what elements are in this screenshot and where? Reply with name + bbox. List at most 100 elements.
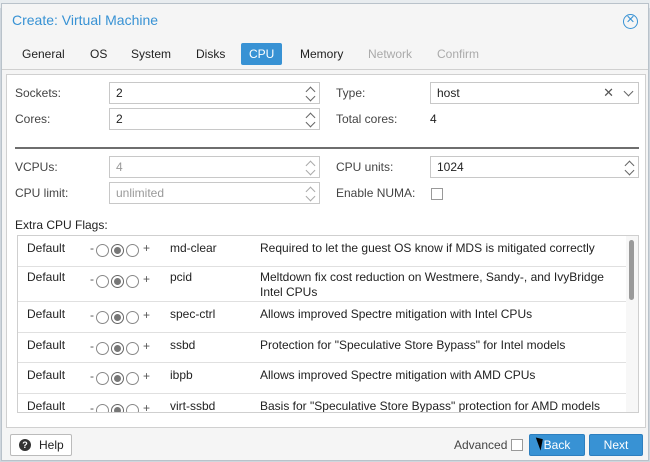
table-row: Default - + ibpb Allows improved Spectre… bbox=[18, 363, 626, 394]
plus-sign: + bbox=[143, 241, 151, 255]
flag-description: Protection for "Speculative Store Bypass… bbox=[260, 338, 566, 352]
radio-off[interactable] bbox=[96, 404, 109, 412]
flag-tristate-selector[interactable]: - + bbox=[90, 241, 151, 257]
back-button[interactable]: Back bbox=[529, 434, 585, 456]
tab-network: Network bbox=[368, 47, 413, 61]
plus-sign: + bbox=[143, 272, 151, 286]
radio-on[interactable] bbox=[126, 311, 139, 324]
flag-description: Basis for "Speculative Store Bypass" pro… bbox=[260, 399, 601, 413]
spinner-arrows-icon[interactable] bbox=[306, 85, 316, 101]
vcpus-spinner: 4 bbox=[109, 156, 320, 178]
radio-off[interactable] bbox=[96, 244, 109, 257]
radio-default[interactable] bbox=[111, 404, 124, 412]
radio-on[interactable] bbox=[126, 372, 139, 385]
dialog-footer: ? Help Advanced Back Next bbox=[2, 430, 648, 462]
flag-tristate-selector[interactable]: - + bbox=[90, 272, 151, 288]
help-button[interactable]: ? Help bbox=[10, 434, 72, 456]
plus-sign: + bbox=[143, 401, 151, 413]
cpu-flags-table: Default - + md-clear Required to let the… bbox=[17, 235, 639, 413]
cpu-units-spinner[interactable]: 1024 bbox=[430, 156, 639, 178]
plus-sign: + bbox=[143, 308, 151, 322]
cpu-panel: Sockets: 2 Type: host ✕ Cores: 2 Total c… bbox=[6, 74, 646, 428]
tab-os[interactable]: OS bbox=[90, 47, 108, 61]
table-row: Default - + pcid Meltdown fix cost reduc… bbox=[18, 267, 626, 302]
tab-system[interactable]: System bbox=[131, 47, 172, 61]
radio-default[interactable] bbox=[111, 342, 124, 355]
radio-off[interactable] bbox=[96, 311, 109, 324]
radio-default[interactable] bbox=[111, 372, 124, 385]
numa-checkbox[interactable] bbox=[431, 188, 443, 200]
cpu-limit-value: unlimited bbox=[116, 186, 165, 200]
dialog-title-bar: Create: Virtual Machine ✕ bbox=[2, 4, 648, 36]
radio-default[interactable] bbox=[111, 244, 124, 257]
radio-off[interactable] bbox=[96, 342, 109, 355]
flag-name: spec-ctrl bbox=[170, 307, 216, 321]
flag-description: Allows improved Spectre mitigation with … bbox=[260, 307, 533, 321]
tab-memory[interactable]: Memory bbox=[300, 47, 344, 61]
plus-sign: + bbox=[143, 339, 151, 353]
next-button[interactable]: Next bbox=[589, 434, 643, 456]
flag-tristate-selector[interactable]: - + bbox=[90, 369, 151, 385]
total-cores-label: Total cores: bbox=[336, 112, 398, 126]
cpu-units-value: 1024 bbox=[437, 160, 464, 174]
radio-on[interactable] bbox=[126, 342, 139, 355]
create-vm-dialog: Create: Virtual Machine ✕ General OS Sys… bbox=[1, 3, 649, 461]
spinner-arrows-icon[interactable] bbox=[625, 159, 635, 175]
table-row: Default - + md-clear Required to let the… bbox=[18, 236, 626, 267]
advanced-label: Advanced bbox=[454, 438, 508, 452]
type-combobox[interactable]: host ✕ bbox=[430, 82, 639, 104]
radio-off[interactable] bbox=[96, 275, 109, 288]
section-divider bbox=[15, 147, 639, 149]
radio-on[interactable] bbox=[126, 275, 139, 288]
tab-general[interactable]: General bbox=[22, 47, 65, 61]
chevron-down-icon[interactable] bbox=[623, 86, 634, 97]
cpu-limit-label: CPU limit: bbox=[15, 186, 69, 200]
cpu-limit-spinner[interactable]: unlimited bbox=[109, 182, 320, 204]
tab-disks[interactable]: Disks bbox=[196, 47, 226, 61]
minus-sign: - bbox=[90, 339, 94, 353]
sockets-spinner[interactable]: 2 bbox=[109, 82, 320, 104]
flag-state: Default bbox=[27, 338, 66, 352]
table-row: Default - + ssbd Protection for "Specula… bbox=[18, 333, 626, 363]
cores-value: 2 bbox=[116, 112, 123, 126]
scroll-thumb[interactable] bbox=[629, 240, 634, 300]
flag-state: Default bbox=[27, 368, 66, 382]
flag-tristate-selector[interactable]: - + bbox=[90, 308, 151, 324]
radio-off[interactable] bbox=[96, 372, 109, 385]
extra-cpu-flags-title: Extra CPU Flags: bbox=[15, 218, 108, 232]
spinner-arrows-icon[interactable] bbox=[306, 111, 316, 127]
clear-icon[interactable]: ✕ bbox=[603, 85, 614, 100]
spinner-arrows-icon bbox=[306, 159, 316, 175]
sockets-value: 2 bbox=[116, 86, 123, 100]
cpu-units-label: CPU units: bbox=[336, 160, 394, 174]
minus-sign: - bbox=[90, 241, 94, 255]
close-icon[interactable]: ✕ bbox=[623, 14, 638, 29]
tab-cpu[interactable]: CPU bbox=[241, 43, 283, 65]
minus-sign: - bbox=[90, 272, 94, 286]
flag-tristate-selector[interactable]: - + bbox=[90, 401, 151, 413]
flag-tristate-selector[interactable]: - + bbox=[90, 339, 151, 355]
flag-name: virt-ssbd bbox=[170, 399, 216, 413]
flag-state: Default bbox=[27, 241, 66, 255]
flag-description: Required to let the guest OS know if MDS… bbox=[260, 241, 595, 255]
spinner-arrows-icon[interactable] bbox=[306, 185, 316, 201]
sockets-label: Sockets: bbox=[15, 86, 62, 100]
flags-scrollbar[interactable] bbox=[626, 236, 638, 412]
radio-on[interactable] bbox=[126, 404, 139, 412]
flag-name: ssbd bbox=[170, 338, 196, 352]
table-row: Default - + virt-ssbd Basis for "Specula… bbox=[18, 394, 626, 413]
cores-spinner[interactable]: 2 bbox=[109, 108, 320, 130]
dialog-title: Create: Virtual Machine bbox=[12, 12, 159, 28]
radio-default[interactable] bbox=[111, 311, 124, 324]
flag-name: pcid bbox=[170, 270, 193, 284]
minus-sign: - bbox=[90, 308, 94, 322]
total-cores-value: 4 bbox=[430, 112, 437, 126]
type-value: host bbox=[437, 86, 460, 100]
flag-state: Default bbox=[27, 270, 66, 284]
vcpus-label: VCPUs: bbox=[15, 160, 58, 174]
vcpus-value: 4 bbox=[116, 160, 123, 174]
plus-sign: + bbox=[143, 369, 151, 383]
advanced-checkbox[interactable] bbox=[511, 439, 523, 451]
radio-on[interactable] bbox=[126, 244, 139, 257]
radio-default[interactable] bbox=[111, 275, 124, 288]
